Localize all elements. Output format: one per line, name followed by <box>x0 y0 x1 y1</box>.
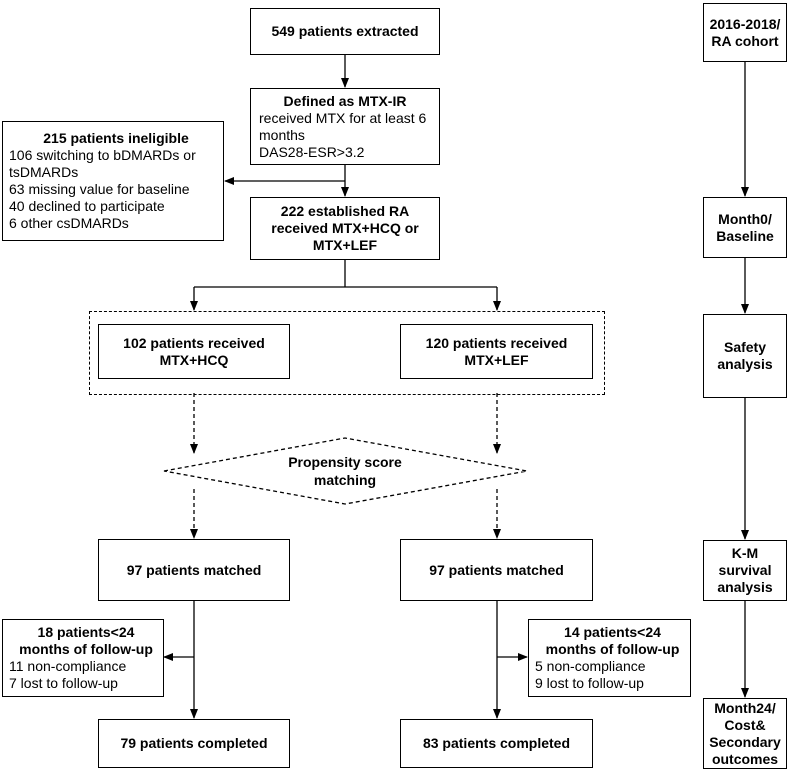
timeline-safety-line: Safety <box>723 339 767 355</box>
established-title: 222 established RA <box>280 203 410 219</box>
timeline-safety-box: Safety analysis <box>703 314 787 398</box>
ineligible-line: 106 switching to bDMARDs or <box>9 147 196 163</box>
established-line: MTX+LEF <box>312 237 378 253</box>
matched-right-text: 97 patients matched <box>429 561 564 578</box>
completed-right-text: 83 patients completed <box>422 735 571 751</box>
propensity-line: Propensity score <box>288 454 402 470</box>
extracted-box: 549 patients extracted <box>250 8 440 55</box>
timeline-final-line: Month24/ <box>714 699 776 716</box>
timeline-km-line: K-M <box>731 545 759 561</box>
matched-left-box: 97 patients matched <box>98 539 290 601</box>
ineligible-line: 63 missing value for baseline <box>9 181 190 197</box>
matched-left-text: 97 patients matched <box>126 561 262 578</box>
mtx-ir-line: DAS28-ESR>3.2 <box>259 143 365 160</box>
lost-left-box: 18 patients<24 months of follow-up 11 no… <box>2 619 164 697</box>
lost-right-box: 14 patients<24 months of follow-up 5 non… <box>528 619 691 697</box>
mtx-ir-line: months <box>259 126 305 143</box>
timeline-km-line: survival <box>718 562 772 578</box>
ineligible-line: tsDMARDs <box>9 164 79 180</box>
timeline-final-line: outcomes <box>711 750 779 767</box>
timeline-cohort-box: 2016-2018/ RA cohort <box>703 3 787 62</box>
lost-right-line: 9 lost to follow-up <box>535 675 644 691</box>
lost-right-title: 14 patients<24 <box>564 624 661 640</box>
mtx-ir-box: Defined as MTX-IR received MTX for at le… <box>250 88 440 165</box>
lost-left-line: 7 lost to follow-up <box>9 675 118 691</box>
timeline-baseline-line: Baseline <box>716 227 774 244</box>
mtx-ir-line: received MTX for at least 6 <box>259 109 427 126</box>
timeline-baseline-box: Month0/ Baseline <box>703 197 787 258</box>
ineligible-line: 6 other csDMARDs <box>9 215 129 231</box>
treatment-groups-container <box>89 311 605 395</box>
timeline-final-box: Month24/ Cost& Secondary outcomes <box>703 698 787 769</box>
ineligible-box: 215 patients ineligible 106 switching to… <box>2 121 224 241</box>
propensity-label: Propensity score matching <box>245 453 445 489</box>
timeline-safety-line: analysis <box>717 356 773 372</box>
propensity-line: matching <box>313 472 377 488</box>
established-box: 222 established RA received MTX+HCQ or M… <box>250 197 440 260</box>
propensity-diamond <box>163 437 528 505</box>
lef-group-line: 120 patients received <box>425 334 568 351</box>
completed-right-box: 83 patients completed <box>400 719 593 768</box>
timeline-final-line: Cost& <box>724 716 766 733</box>
hcq-group-line: 102 patients received <box>123 334 265 351</box>
hcq-group-line: MTX+HCQ <box>159 351 229 368</box>
timeline-cohort-line: 2016-2018/ <box>709 15 781 32</box>
lost-right-title: months of follow-up <box>545 641 680 657</box>
matched-right-box: 97 patients matched <box>400 539 593 601</box>
lost-left-line: 11 non-compliance <box>9 658 127 674</box>
ineligible-title: 215 patients ineligible <box>43 130 189 146</box>
lost-left-title: 18 patients<24 <box>37 624 135 640</box>
timeline-cohort-line: RA cohort <box>711 32 779 49</box>
extracted-text: 549 patients extracted <box>271 23 419 39</box>
lef-group-line: MTX+LEF <box>464 351 529 368</box>
lef-group-box: 120 patients received MTX+LEF <box>400 324 593 379</box>
completed-left-box: 79 patients completed <box>98 719 290 768</box>
timeline-final-line: Secondary <box>709 733 781 750</box>
completed-left-text: 79 patients completed <box>120 735 268 751</box>
timeline-baseline-line: Month0/ <box>718 210 772 227</box>
mtx-ir-title: Defined as MTX-IR <box>283 92 407 109</box>
hcq-group-box: 102 patients received MTX+HCQ <box>98 324 290 379</box>
established-line: received MTX+HCQ or <box>271 220 419 236</box>
timeline-km-box: K-M survival analysis <box>703 540 787 601</box>
ineligible-line: 40 declined to participate <box>9 198 165 214</box>
lost-right-line: 5 non-compliance <box>535 658 646 674</box>
lost-left-title: months of follow-up <box>19 641 153 657</box>
timeline-km-line: analysis <box>717 579 773 595</box>
